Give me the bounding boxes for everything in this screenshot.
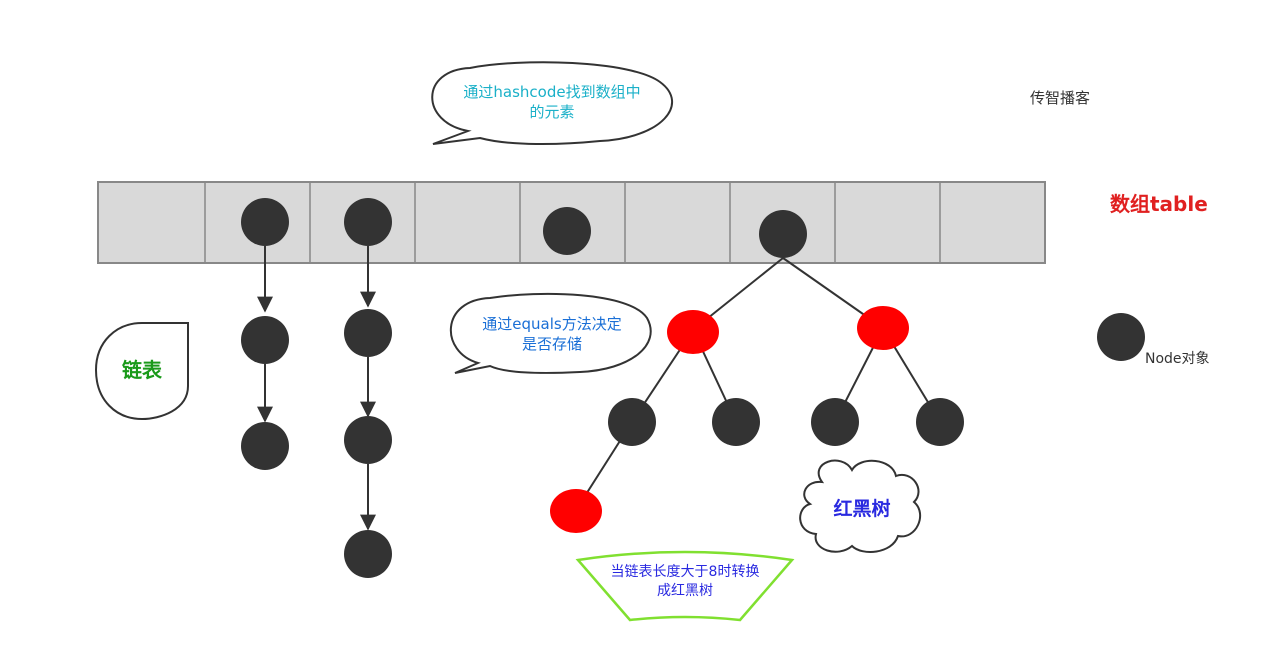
- convert-rule-line-1: 当链表长度大于8时转换: [610, 564, 760, 580]
- node-red: [667, 310, 719, 354]
- hashcode-callout-line-1: 通过hashcode找到数组中: [463, 83, 641, 101]
- hashcode-callout-bubble: [431, 61, 673, 146]
- linked-list-nodes: [241, 309, 392, 578]
- linked-list-label: 链表: [122, 358, 162, 382]
- node-black: [811, 398, 859, 446]
- convert-rule-text: 当链表长度大于8时转换 成红黑树: [578, 563, 792, 601]
- node-black: [344, 309, 392, 357]
- bucket-nodes: [241, 198, 807, 258]
- node-red: [550, 489, 602, 533]
- node-black: [241, 198, 289, 246]
- hashcode-callout-text: 通过hashcode找到数组中 的元素: [437, 82, 667, 122]
- red-black-tree-cloud: [799, 459, 922, 553]
- legend-node-icon: [1097, 313, 1145, 361]
- brand-label: 传智播客: [1030, 89, 1091, 107]
- equals-callout-text: 通过equals方法决定 是否存储: [452, 314, 652, 354]
- linked-list-arrows: [257, 246, 376, 531]
- hashcode-callout-line-2: 的元素: [529, 103, 575, 121]
- node-black: [916, 398, 964, 446]
- convert-rule-fan: [575, 550, 795, 622]
- node-black: [759, 210, 807, 258]
- tree-nodes: [550, 306, 964, 533]
- node-black: [543, 207, 591, 255]
- node-black: [241, 422, 289, 470]
- node-red: [857, 306, 909, 350]
- equals-callout-bubble: [450, 292, 652, 374]
- node-black: [712, 398, 760, 446]
- convert-rule-line-2: 成红黑树: [657, 583, 713, 599]
- equals-callout-line-1: 通过equals方法决定: [482, 315, 622, 333]
- legend-node-label: Node对象: [1145, 351, 1210, 367]
- array-cell-dividers: [204, 182, 941, 263]
- linked-list-tag: [94, 322, 189, 421]
- equals-callout-line-2: 是否存储: [521, 335, 582, 353]
- node-black: [241, 316, 289, 364]
- node-black: [344, 198, 392, 246]
- node-black: [344, 416, 392, 464]
- array-label: 数组table: [1110, 192, 1208, 216]
- node-black: [344, 530, 392, 578]
- red-black-tree-label: 红黑树: [833, 498, 891, 520]
- node-black: [608, 398, 656, 446]
